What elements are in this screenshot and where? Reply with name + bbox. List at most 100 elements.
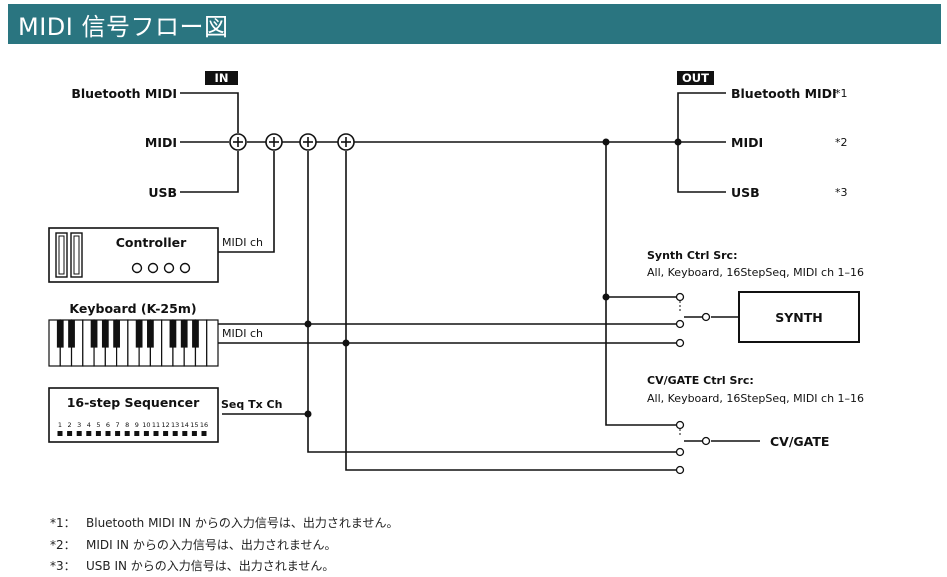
junction-dot [304, 410, 312, 418]
output-note-2: *2 [835, 136, 848, 149]
sequencer-step-label: 10 [142, 421, 150, 429]
out-tag-label: OUT [682, 71, 709, 85]
footnote-2-text: MIDI IN からの入力信号は、出力されません。 [86, 538, 337, 552]
sequencer-step-button [86, 431, 92, 436]
synth-output-terminal [701, 312, 711, 322]
keyboard-keys [48, 319, 219, 367]
merge3-branch [307, 151, 676, 453]
sequencer-step-button [143, 431, 149, 436]
sequencer-step-label: 13 [171, 421, 179, 429]
sequencer-label: 16-step Sequencer [67, 395, 200, 410]
sequencer-step-label: 11 [152, 421, 160, 429]
out-bt-line [677, 92, 726, 142]
controller-knob [131, 262, 143, 274]
junction-dot [304, 320, 312, 328]
sequencer-step-button [153, 431, 159, 436]
cvgate-ctrl-options: All, Keyboard, 16StepSeq, MIDI ch 1–16 [647, 392, 864, 405]
footnote-3: *3： USB IN からの入力信号は、出力されません。 [50, 557, 334, 574]
output-midi-label: MIDI [731, 135, 763, 150]
bt-midi-in-line [180, 92, 239, 133]
sequencer-step-button [163, 431, 169, 436]
sequencer-step-label: 14 [181, 421, 189, 429]
sequencer-step-button [191, 431, 197, 436]
output-usb-label: USB [731, 185, 760, 200]
black-key [180, 320, 188, 348]
synth-terminal-2 [675, 319, 685, 329]
synth-terminal-all [675, 292, 685, 302]
synth-label: SYNTH [775, 310, 823, 325]
input-bluetooth-label: Bluetooth MIDI [71, 86, 177, 101]
sequencer-step-button [124, 431, 130, 436]
footnote-1-text: Bluetooth MIDI IN からの入力信号は、出力されません。 [86, 516, 399, 530]
controller-channel-label: MIDI ch [222, 236, 263, 249]
footnote-2-mark: *2： [50, 538, 76, 552]
black-key [135, 320, 143, 348]
black-key [56, 320, 64, 348]
in-tag [205, 71, 238, 85]
sequencer-step-label: 15 [190, 421, 198, 429]
keyboard-channel-label: MIDI ch [222, 327, 263, 340]
merge4-branch [345, 151, 676, 471]
controller-label: Controller [116, 235, 187, 250]
synth-ctrl-options: All, Keyboard, 16StepSeq, MIDI ch 1–16 [647, 266, 864, 279]
cvgate-terminal-all [675, 420, 685, 430]
black-key [169, 320, 177, 348]
sequencer-step-label: 8 [125, 421, 129, 429]
footnote-1: *1： Bluetooth MIDI IN からの入力信号は、出力されません。 [50, 514, 399, 531]
footnote-1-mark: *1： [50, 516, 76, 530]
sequencer-step-label: 1 [58, 421, 62, 429]
controller-slider-2 [70, 232, 83, 278]
sequencer-step-label: 16 [200, 421, 208, 429]
sequencer-step-button [201, 431, 207, 436]
sequencer-step-label: 5 [96, 421, 100, 429]
controller-knob [163, 262, 175, 274]
sequencer-step-button [95, 431, 101, 436]
controller-knob [179, 262, 191, 274]
synth-all-branch [605, 142, 676, 426]
in-tag-label: IN [215, 71, 229, 85]
out-usb-line [677, 142, 726, 193]
sequencer-step-label: 12 [161, 421, 169, 429]
sequencer-step-button [67, 431, 73, 436]
synth-ctrl-title: Synth Ctrl Src: [647, 249, 737, 262]
footnote-2: *2： MIDI IN からの入力信号は、出力されません。 [50, 536, 336, 553]
sequencer-step-button [182, 431, 188, 436]
junction-dot [342, 339, 350, 347]
black-key [68, 320, 75, 348]
black-key [147, 320, 154, 348]
output-bluetooth-label: Bluetooth MIDI [731, 86, 837, 101]
junction-dot [674, 138, 682, 146]
black-key [101, 320, 109, 348]
usb-in-line [180, 151, 239, 193]
sequencer-step-label: 3 [77, 421, 81, 429]
sequencer-channel-label: Seq Tx Ch [221, 398, 282, 411]
page-title: MIDI 信号フロー図 [18, 13, 229, 41]
cvgate-output-terminal [701, 436, 711, 446]
sequencer-step-button [172, 431, 178, 436]
sequencer-step-button [76, 431, 82, 436]
title-bar: MIDI 信号フロー図 [8, 4, 941, 44]
junction-dot [602, 293, 610, 301]
junction-dot [602, 138, 610, 146]
output-note-1: *1 [835, 87, 848, 100]
sequencer-step-button [134, 431, 140, 436]
black-key [90, 320, 98, 348]
black-key [113, 320, 120, 348]
sequencer-step-label: 7 [116, 421, 120, 429]
sequencer-step-button [57, 431, 63, 436]
cvgate-terminal-2 [675, 447, 685, 457]
sequencer-step-button [105, 431, 111, 436]
sequencer-step-button [115, 431, 121, 436]
controller-knob [147, 262, 159, 274]
footnote-3-mark: *3： [50, 559, 76, 573]
cvgate-terminal-3 [675, 465, 685, 475]
controller-link [218, 151, 275, 253]
keyboard-label: Keyboard (K-25m) [69, 301, 196, 316]
black-key [192, 320, 199, 348]
synth-terminal-3 [675, 338, 685, 348]
controller-slider-1 [55, 232, 68, 278]
cvgate-label: CV/GATE [770, 434, 829, 449]
footnote-3-text: USB IN からの入力信号は、出力されません。 [86, 559, 335, 573]
